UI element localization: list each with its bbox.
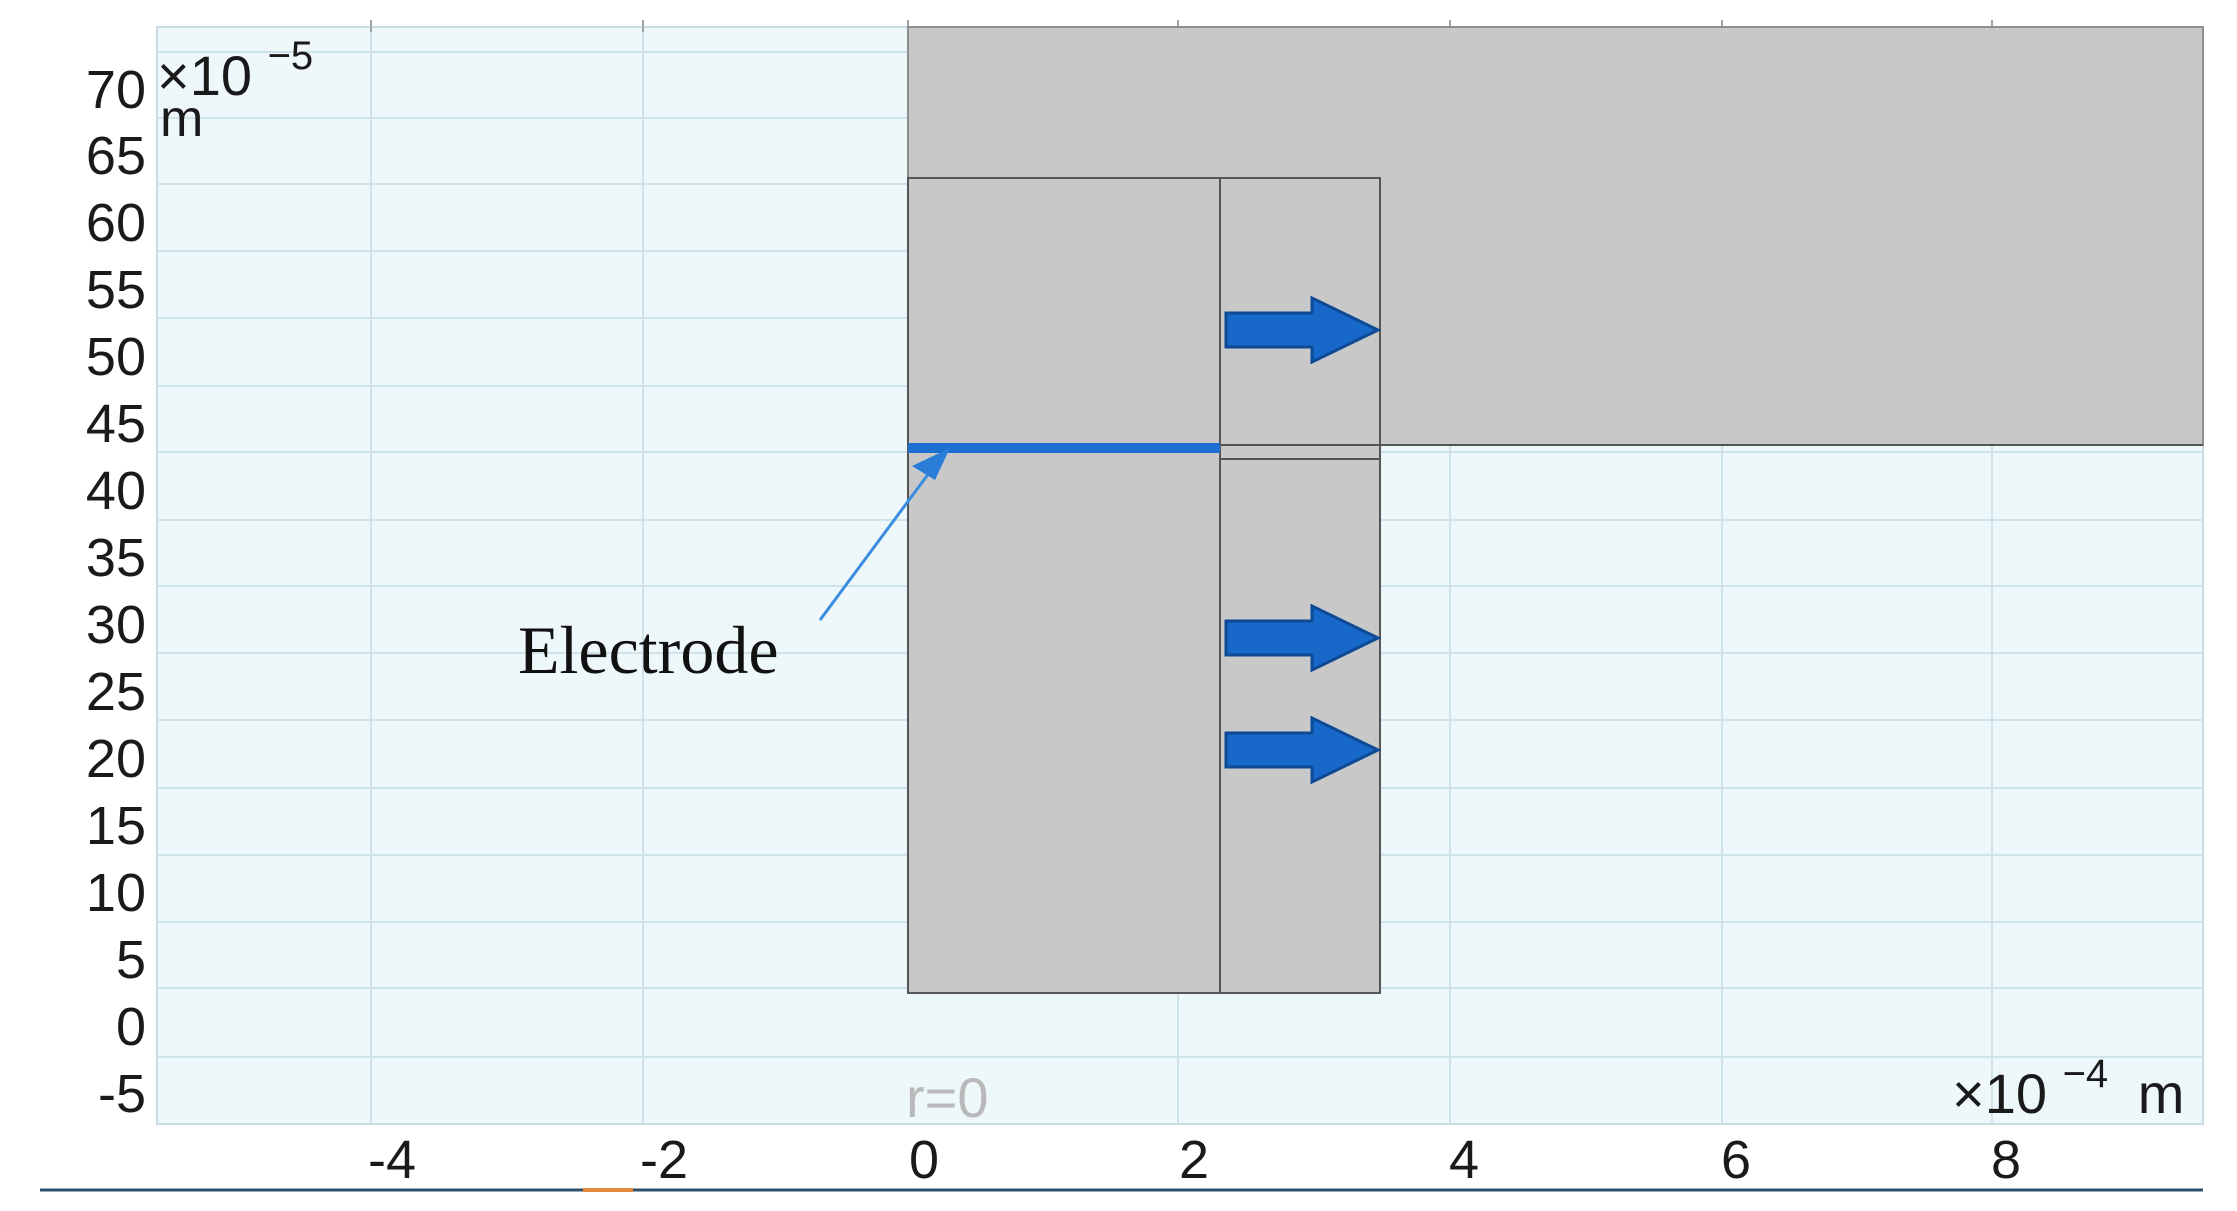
y-tick-label: 5 — [116, 930, 146, 990]
y-tick-label: 0 — [116, 997, 146, 1057]
right-arrow-icon — [1224, 715, 1382, 785]
x-tick-label: 2 — [1179, 1130, 1209, 1190]
y-tick-label: 10 — [86, 863, 146, 923]
x-tick-label: 0 — [909, 1130, 939, 1190]
electrode-callout-arrowhead — [912, 448, 950, 480]
x-axis-labels: -4 -2 0 2 4 6 8 — [368, 1130, 2021, 1190]
y-tick-label: 30 — [86, 595, 146, 655]
electrode-callout-line — [818, 464, 937, 621]
y-unit-exponent: −5 — [268, 34, 314, 78]
electrode-label: Electrode — [518, 612, 779, 688]
x-unit-base: ×10 — [1952, 1062, 2047, 1125]
origin-label: r=0 — [906, 1066, 989, 1129]
y-tick-label: 65 — [86, 126, 146, 186]
lower-right-domain — [1219, 177, 1381, 994]
y-tick-label: -5 — [98, 1064, 146, 1124]
x-tick-label: 4 — [1449, 1130, 1479, 1190]
x-unit-symbol: m — [2138, 1062, 2185, 1125]
y-tick-label: 40 — [86, 461, 146, 521]
x-unit-exponent: −4 — [2063, 1052, 2109, 1096]
right-arrow-icon — [1224, 295, 1382, 365]
lower-left-domain — [907, 177, 1221, 994]
y-tick-label: 25 — [86, 662, 146, 722]
y-unit-label: ×10 −5 — [157, 34, 313, 107]
x-unit-label: ×10 −4 m — [1952, 1036, 2184, 1125]
y-tick-label: 45 — [86, 394, 146, 454]
x-tick-label: 6 — [1721, 1130, 1751, 1190]
y-tick-label: 70 — [86, 60, 146, 120]
y-tick-label: 50 — [86, 327, 146, 387]
y-tick-label: 15 — [86, 796, 146, 856]
x-tick-label: -2 — [640, 1130, 688, 1190]
x-tick-label: 8 — [1991, 1130, 2021, 1190]
y-unit-base: ×10 — [157, 44, 252, 107]
x-tick-label: -4 — [368, 1130, 416, 1190]
y-tick-label: 35 — [86, 528, 146, 588]
right-arrow-icon — [1224, 603, 1382, 673]
y-axis-labels: 70 65 60 55 50 45 40 35 30 25 20 15 10 5… — [86, 60, 146, 1124]
y-tick-label: 60 — [86, 193, 146, 253]
y-tick-label: 20 — [86, 729, 146, 789]
y-tick-label: 55 — [86, 260, 146, 320]
y-unit-symbol: m — [160, 90, 203, 148]
